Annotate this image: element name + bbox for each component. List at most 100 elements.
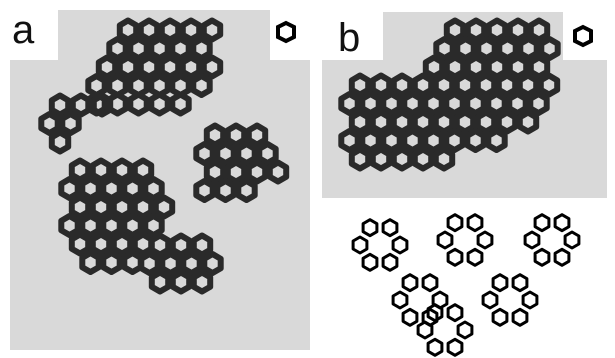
hexagon-outline-unit: [401, 273, 419, 293]
hexagon-unit: [359, 91, 382, 116]
hexagon-unit: [137, 54, 161, 80]
hexagon-unit: [89, 194, 113, 220]
hexagon-unit: [495, 72, 519, 98]
hexagon-outline-unit: [523, 230, 541, 250]
hexagon-unit: [121, 250, 144, 275]
hexagon-outline-unit: [421, 273, 439, 293]
hexagon-unit: [390, 146, 414, 172]
hexagon-unit: [369, 109, 393, 135]
hexagon-unit: [464, 17, 488, 43]
hexagon-outline-unit: [511, 307, 529, 327]
hexagon-unit: [179, 54, 203, 80]
hexagon-unit: [142, 176, 165, 201]
hexagon-unit: [131, 157, 155, 183]
hexagon-unit: [506, 17, 530, 43]
hexagon-unit: [79, 213, 102, 238]
hexagon-unit: [148, 91, 171, 117]
hexagon-unit: [443, 91, 466, 116]
hexagon-unit: [348, 109, 372, 135]
hexagon-unit: [537, 72, 561, 98]
hexagon-unit: [390, 109, 414, 135]
panel-a-label: a: [12, 8, 35, 52]
hexagon-unit: [432, 109, 456, 135]
hexagon-unit: [169, 269, 193, 295]
hexagon-outline-unit: [553, 213, 571, 233]
hexagon-unit: [121, 213, 144, 238]
hexagon-outline-unit: [351, 235, 369, 255]
hexagon-unit: [79, 250, 102, 275]
hexagon-unit: [348, 146, 372, 172]
hexagon-unit: [58, 176, 81, 201]
hexagon-unit: [201, 251, 224, 276]
hexagon-outline-unit: [466, 213, 484, 233]
hexagon-unit: [214, 141, 237, 166]
hexagon-outline-unit: [521, 290, 539, 310]
hexagon-outline-unit: [361, 218, 379, 238]
hexagon-unit: [359, 128, 382, 153]
hexagon-outline-unit: [491, 307, 509, 327]
hexagon-unit: [475, 36, 498, 61]
hexagon-unit: [401, 91, 424, 116]
hexagon-unit: [193, 178, 216, 203]
hexagon-outline-unit: [456, 320, 474, 340]
hexagon-unit: [485, 54, 509, 80]
panel-a-background: [10, 60, 310, 350]
hexagon-unit: [69, 92, 93, 118]
hexagon-unit: [380, 91, 403, 116]
hexagon-unit: [127, 91, 150, 117]
hexagon-outline-unit: [476, 230, 494, 250]
hexagon-unit: [38, 111, 61, 136]
hexagon-unit: [148, 269, 172, 295]
hexagon-unit: [224, 122, 248, 148]
hexagon-unit: [203, 159, 227, 185]
hexagon-unit: [90, 92, 114, 118]
hexagon-unit: [538, 36, 561, 61]
hexagon-outline-unit: [446, 213, 464, 233]
hexagon-unit: [401, 128, 424, 153]
hexagon-unit: [169, 36, 192, 61]
hexagon-unit: [110, 194, 134, 220]
hexagon-outline-unit: [533, 247, 551, 267]
hexagon-unit: [506, 91, 529, 116]
hexagon-unit: [179, 17, 203, 43]
hexagon-outline-unit: [533, 213, 551, 233]
hexagon-unit: [158, 54, 182, 80]
hexagon-unit: [380, 128, 403, 153]
hexagon-outline-unit: [446, 303, 464, 323]
hexagon-unit: [411, 146, 435, 172]
hexagon-unit: [110, 157, 134, 183]
hexagon-unit: [485, 17, 509, 43]
hexagon-outline-unit: [446, 337, 464, 357]
hexagon-unit: [443, 17, 467, 43]
hexagon-unit: [180, 251, 203, 276]
hexagon-outline-unit: [481, 290, 499, 310]
hexagon-unit: [100, 176, 123, 201]
hexagon-unit: [214, 178, 237, 203]
hexagon-unit: [190, 73, 213, 98]
hexagon-unit: [200, 17, 224, 43]
hexagon-unit: [256, 141, 279, 166]
hexagon-unit: [100, 213, 123, 238]
hexagon-unit: [68, 157, 92, 183]
hexagon-unit: [453, 109, 477, 135]
hexagon-unit: [432, 146, 456, 172]
hexagon-unit: [474, 109, 498, 135]
hexagon-unit: [506, 54, 530, 80]
hexagon-unit: [422, 128, 445, 153]
hexagon-unit: [190, 269, 214, 295]
hexagon-unit: [348, 72, 372, 98]
hexagon-unit: [495, 109, 519, 135]
hexagon-unit: [527, 17, 551, 43]
hexagon-unit: [116, 54, 140, 80]
hexagon-unit: [235, 141, 258, 166]
hexagon-outline-model: [351, 213, 581, 357]
hexagon-unit: [464, 91, 487, 116]
hexagon-unit: [453, 72, 477, 98]
hexagon-unit: [390, 72, 414, 98]
hexagon-outline-unit: [466, 247, 484, 267]
hexagon-unit: [193, 141, 216, 166]
hexagon-assembly-a: [38, 17, 290, 295]
hexagon-outline-unit: [391, 290, 409, 310]
hexagon-outline-unit: [563, 230, 581, 250]
